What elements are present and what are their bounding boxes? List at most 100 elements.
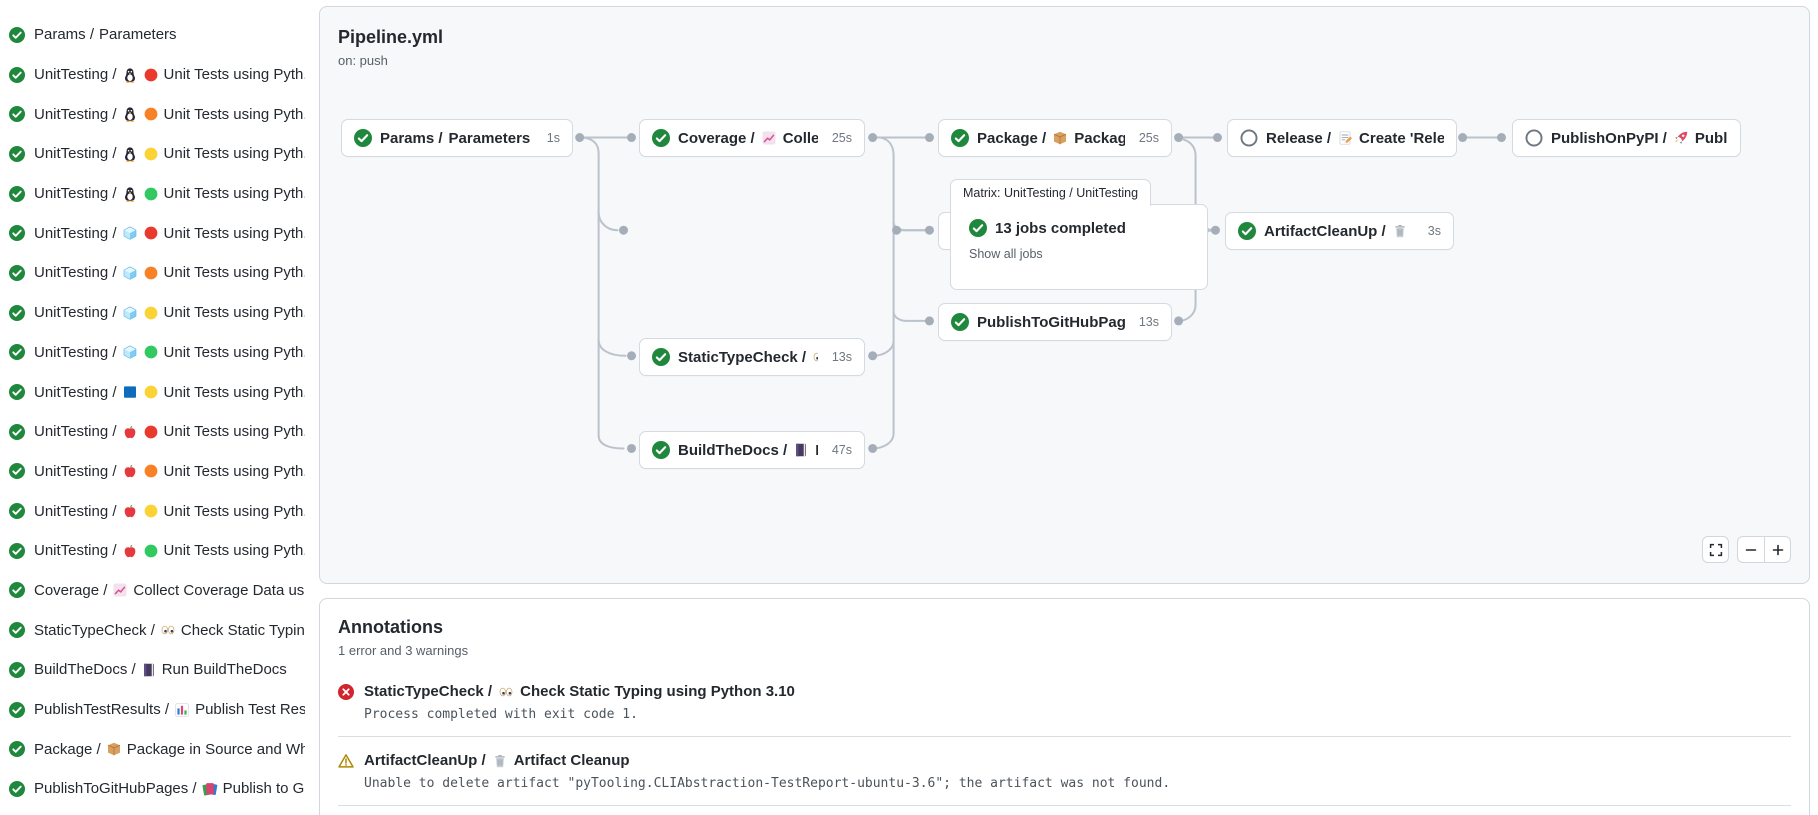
circle-red-icon — [143, 67, 159, 83]
sidebar-job-item[interactable]: UnitTesting /Unit Tests using Pyth... — [0, 333, 305, 373]
matrix-summary: 13 jobs completed — [995, 220, 1126, 237]
rocket-icon — [1673, 130, 1689, 146]
annotations-title: Annotations — [338, 617, 1791, 638]
annotation-item-error: StaticTypeCheck /Check Static Typing usi… — [338, 668, 1791, 737]
check-circle-icon — [9, 265, 25, 281]
zoom-out-button[interactable] — [1737, 536, 1764, 563]
node-duration: 1s — [541, 131, 560, 145]
circle-yellow-icon — [143, 503, 159, 519]
sidebar-job-item[interactable]: Package /Package in Source and Wh... — [0, 729, 305, 769]
node-label: ArtifactCleanUp /Artifac... — [1264, 223, 1414, 240]
sidebar-job-item[interactable]: PublishToGitHubPages /Publish to G... — [0, 769, 305, 809]
circle-yellow-icon — [143, 384, 159, 400]
eyes-icon — [160, 622, 176, 638]
eyes-icon — [498, 684, 514, 700]
sidebar-job-item[interactable]: UnitTesting /Unit Tests using Pyth... — [0, 174, 305, 214]
bar-chart-icon — [174, 702, 190, 718]
sidebar-job-item[interactable]: UnitTesting /Unit Tests using Pyth... — [0, 452, 305, 492]
node-label: PublishOnPyPI /Publish to ... — [1551, 130, 1728, 147]
node-label: StaticTypeCheck /Chec... — [678, 349, 818, 366]
circle-red-icon — [143, 225, 159, 241]
show-all-jobs-link[interactable]: Show all jobs — [969, 247, 1207, 261]
graph-node-publishtoghpages[interactable]: PublishToGitHubPages /... 13s — [938, 303, 1172, 341]
check-circle-icon — [652, 348, 670, 366]
sidebar-job-label: UnitTesting /Unit Tests using Pyth... — [34, 145, 305, 162]
node-label: Coverage /Collect Cove... — [678, 130, 818, 147]
sidebar-job-label: BuildTheDocs /Run BuildTheDocs — [34, 661, 287, 678]
sidebar-job-item[interactable]: UnitTesting /Unit Tests using Pyth... — [0, 253, 305, 293]
sidebar-job-label: UnitTesting /Unit Tests using Pyth... — [34, 423, 305, 440]
plus-icon — [1770, 542, 1786, 558]
annotation-job-link[interactable]: StaticTypeCheck /Check Static Typing usi… — [338, 683, 1791, 700]
graph-node-buildthedocs[interactable]: BuildTheDocs /Run Buil...47s — [639, 431, 865, 469]
annotations-summary: 1 error and 3 warnings — [338, 643, 1791, 658]
graph-zoom-controls — [1702, 536, 1791, 563]
fullscreen-button[interactable] — [1702, 536, 1729, 563]
penguin-icon — [122, 106, 138, 122]
sidebar-job-item[interactable]: UnitTesting /Unit Tests using Pyth... — [0, 372, 305, 412]
check-circle-icon — [9, 463, 25, 479]
sidebar-job-label: Coverage /Collect Coverage Data usi... — [34, 582, 305, 599]
node-label: PublishToGitHubPages /... — [977, 314, 1125, 331]
matrix-card[interactable]: 13 jobs completed Show all jobs — [950, 204, 1208, 290]
node-label: BuildTheDocs /Run Buil... — [678, 442, 818, 459]
workflow-edges — [320, 7, 1809, 583]
circle-orange-icon — [143, 265, 159, 281]
graph-node-release[interactable]: Release /Create 'Release P... — [1227, 119, 1457, 157]
sidebar-job-item[interactable]: Params / Parameters — [0, 15, 305, 55]
graph-node-coverage[interactable]: Coverage /Collect Cove...25s — [639, 119, 865, 157]
check-circle-icon — [951, 313, 969, 331]
node-duration: 25s — [1133, 131, 1159, 145]
check-circle-icon — [652, 129, 670, 147]
sidebar-job-item[interactable]: UnitTesting /Unit Tests using Pyth... — [0, 55, 305, 95]
sidebar-job-item[interactable]: UnitTesting /Unit Tests using Pyth... — [0, 531, 305, 571]
sidebar-job-label: UnitTesting /Unit Tests using Pyth... — [34, 106, 305, 123]
blue-square-icon — [122, 384, 138, 400]
sidebar-job-label: UnitTesting /Unit Tests using Pyth... — [34, 66, 305, 83]
sidebar-job-item[interactable]: UnitTesting /Unit Tests using Pyth... — [0, 491, 305, 531]
sidebar-job-label: UnitTesting /Unit Tests using Pyth... — [34, 384, 305, 401]
sidebar-job-item[interactable]: BuildTheDocs /Run BuildTheDocs — [0, 650, 305, 690]
node-duration: 13s — [1133, 315, 1159, 329]
sidebar-job-label: PublishToGitHubPages /Publish to G... — [34, 780, 305, 797]
check-circle-icon — [354, 129, 372, 147]
sidebar-job-item[interactable]: UnitTesting /Unit Tests using Pyth... — [0, 213, 305, 253]
sidebar-job-label: UnitTesting /Unit Tests using Pyth... — [34, 542, 305, 559]
eyes-icon — [812, 349, 818, 365]
annotation-title: StaticTypeCheck /Check Static Typing usi… — [364, 683, 795, 700]
ice-cube-icon — [122, 344, 138, 360]
sidebar-job-item[interactable]: UnitTesting /Unit Tests using Pyth... — [0, 293, 305, 333]
node-label: Params / Parameters — [380, 130, 530, 147]
check-circle-icon — [9, 662, 25, 678]
check-circle-icon — [9, 741, 25, 757]
chart-up-icon — [761, 130, 777, 146]
graph-node-statictypecheck[interactable]: StaticTypeCheck /Chec...13s — [639, 338, 865, 376]
graph-node-publishonpypi[interactable]: PublishOnPyPI /Publish to ... — [1512, 119, 1741, 157]
ice-cube-icon — [122, 225, 138, 241]
sidebar-job-label: UnitTesting /Unit Tests using Pyth... — [34, 185, 305, 202]
sidebar-job-item[interactable]: PublishTestResults /Publish Test Resu... — [0, 690, 305, 730]
graph-node-package[interactable]: Package /Package in So... 25s — [938, 119, 1172, 157]
sidebar-job-item[interactable]: UnitTesting /Unit Tests using Pyth... — [0, 412, 305, 452]
circle-yellow-icon — [143, 305, 159, 321]
node-label: Package /Package in So... — [977, 130, 1125, 147]
sidebar-job-item[interactable]: UnitTesting /Unit Tests using Pyth... — [0, 134, 305, 174]
annotation-job-link[interactable]: ArtifactCleanUp /Artifact Cleanup — [338, 752, 1791, 769]
node-label: Release /Create 'Release P... — [1266, 130, 1444, 147]
graph-node-artifactcleanup[interactable]: ArtifactCleanUp /Artifac...3s — [1225, 212, 1454, 250]
check-circle-icon — [9, 503, 25, 519]
zoom-in-button[interactable] — [1764, 536, 1791, 563]
sidebar-job-item[interactable]: Coverage /Collect Coverage Data usi... — [0, 571, 305, 611]
sidebar-job-item[interactable]: UnitTesting /Unit Tests using Pyth... — [0, 94, 305, 134]
sidebar-job-label: UnitTesting /Unit Tests using Pyth... — [34, 463, 305, 480]
graph-node-params[interactable]: Params / Parameters 1s — [341, 119, 573, 157]
apple-icon — [122, 503, 138, 519]
penguin-icon — [122, 146, 138, 162]
sidebar-job-item[interactable]: StaticTypeCheck /Check Static Typing... — [0, 610, 305, 650]
memo-icon — [1337, 130, 1353, 146]
ice-cube-icon — [122, 265, 138, 281]
apple-icon — [122, 463, 138, 479]
sidebar-job-label: Params / Parameters — [34, 26, 177, 43]
package-icon — [1052, 130, 1068, 146]
sidebar-job-label: UnitTesting /Unit Tests using Pyth... — [34, 304, 305, 321]
